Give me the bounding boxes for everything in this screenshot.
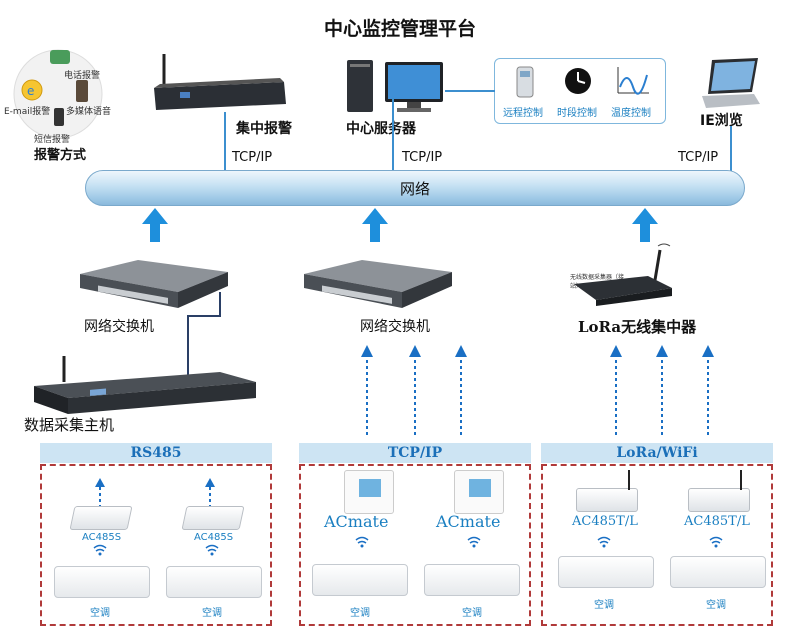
connector-alarm: [224, 112, 226, 172]
tcpip-label-3: TCP/IP: [678, 150, 719, 165]
up-arrow-icon: [142, 208, 168, 242]
svg-text:e: e: [27, 84, 34, 98]
dotted-arrows: [361, 345, 467, 435]
ac485tl-label-1: AC485T/L: [572, 514, 638, 529]
up-arrow-icon: [632, 208, 658, 242]
alarm-sms-label: 短信报警: [34, 135, 71, 145]
alarm-methods-label: 报警方式: [34, 148, 87, 163]
acmate-label-2: ACmate: [436, 512, 501, 531]
connector-ie: [730, 126, 732, 172]
dotted-arrows: [610, 345, 714, 435]
wifi-icon: [93, 544, 107, 556]
aircon-label: 空调: [594, 600, 614, 611]
air-conditioner: [166, 566, 262, 598]
switch-icon: [304, 260, 452, 308]
air-conditioner: [558, 556, 654, 588]
clock-icon: [565, 68, 591, 94]
aircon-label: 空调: [350, 608, 370, 619]
control-temp-label: 温度控制: [611, 108, 651, 119]
wifi-icon: [709, 536, 723, 548]
acmate-device-1: [344, 470, 394, 514]
network-pipe: [85, 170, 745, 206]
concentrated-alarm-label: 集中报警: [236, 121, 292, 137]
wifi-icon: [205, 544, 219, 556]
center-server: [345, 54, 445, 114]
air-conditioner: [670, 556, 766, 588]
lora-device-icon: [574, 243, 672, 306]
switch-label-2: 网络交换机: [360, 319, 430, 335]
data-host: [20, 352, 260, 418]
band-tcpip: TCP/IP: [299, 443, 531, 463]
aircon-label: 空调: [202, 608, 222, 619]
ac485tl-label-2: AC485T/L: [684, 514, 750, 529]
ac485s-label-1: AC485S: [82, 532, 122, 543]
aircon-label: 空调: [706, 600, 726, 611]
aircon-label: 空调: [90, 608, 110, 619]
lora-device-text: 无线数据采集器（接站）: [570, 274, 625, 290]
laptop-icon: [702, 58, 760, 108]
connector-server: [392, 98, 394, 172]
data-host-label: 数据采集主机: [24, 416, 115, 434]
network-switch-2: [302, 258, 454, 312]
lora-concentrator: [568, 240, 678, 308]
antenna: [740, 470, 742, 490]
ie-browse-label: IE浏览: [700, 113, 743, 129]
aircon-label: 空调: [462, 608, 482, 619]
ac485tl-module-1: [576, 488, 638, 512]
air-conditioner: [312, 564, 408, 596]
control-remote-label: 远程控制: [503, 108, 543, 119]
network-switch-1: [78, 258, 230, 312]
band-rs485: RS485: [40, 443, 272, 463]
router-icon: [154, 54, 286, 110]
switch-label-1: 网络交换机: [84, 319, 154, 335]
group-tcpip: [299, 464, 531, 626]
laptop: [700, 56, 762, 110]
ac485s-label-2: AC485S: [194, 532, 234, 543]
alarm-phone-label: 电话报警: [64, 71, 101, 81]
ac485s-module-1: [69, 506, 133, 530]
acmate-label-1: ACmate: [324, 512, 389, 531]
alarm-router: [150, 52, 290, 112]
antenna: [628, 470, 630, 490]
wifi-icon: [467, 536, 481, 548]
connector-server-panel: [445, 90, 495, 92]
server-icon: [347, 60, 443, 112]
acmate-screen: [359, 479, 381, 497]
remote-control-icon: [516, 66, 534, 98]
acmate-screen: [469, 479, 491, 497]
center-server-label: 中心服务器: [346, 121, 416, 137]
cable: [187, 292, 221, 376]
lora-concentrator-label: LoRa无线集中器: [578, 318, 697, 336]
alarm-methods-icon: e: [13, 49, 103, 139]
tcpip-label-2: TCP/IP: [402, 150, 443, 165]
ac485tl-module-2: [688, 488, 750, 512]
group-lora: [541, 464, 773, 626]
switch-icon: [80, 260, 228, 308]
rack-host-icon: [34, 356, 256, 414]
up-arrow-icon: [362, 208, 388, 242]
band-lora: LoRa/WiFi: [541, 443, 773, 463]
air-conditioner: [54, 566, 150, 598]
dotted-up-arrows: [95, 478, 215, 508]
group-rs485: [40, 464, 272, 626]
page-title: 中心监控管理平台: [323, 18, 476, 40]
alarm-methods: e 电话报警 E-mail报警 多媒体语音 短信报警 报警方式: [4, 44, 112, 163]
acmate-device-2: [454, 470, 504, 514]
wifi-icon: [597, 536, 611, 548]
ac485s-module-2: [181, 506, 245, 530]
air-conditioner: [424, 564, 520, 596]
alarm-email-label: E-mail报警: [4, 107, 51, 117]
network-label: 网络: [399, 180, 430, 198]
control-panel: 远程控制 时段控制 温度控制: [494, 58, 666, 124]
tcpip-label-1: TCP/IP: [232, 150, 273, 165]
wifi-icon: [355, 536, 369, 548]
temperature-chart-icon: [617, 67, 649, 95]
control-time-label: 时段控制: [557, 108, 597, 119]
alarm-media-label: 多媒体语音: [66, 107, 112, 117]
